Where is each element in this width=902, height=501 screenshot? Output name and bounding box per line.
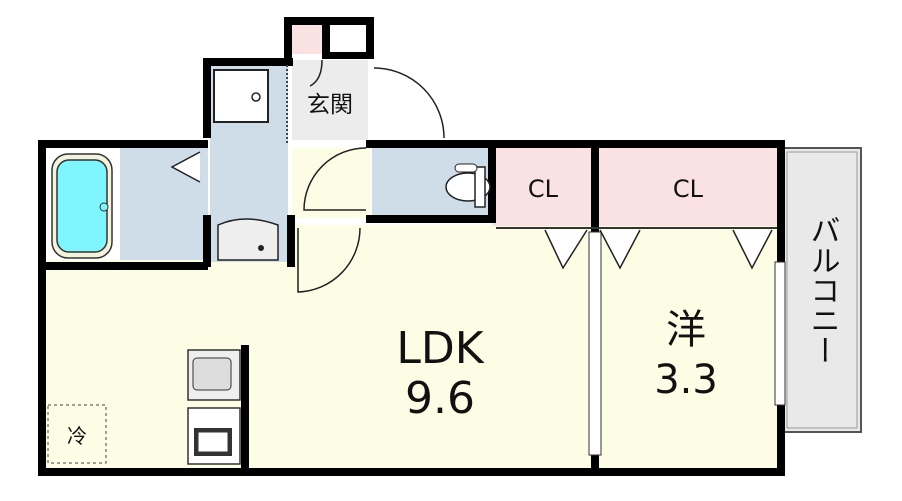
balcony-window[interactable]: [774, 261, 786, 406]
door-swings[interactable]: [297, 59, 445, 293]
balcony-label: バルコニー: [805, 215, 840, 365]
closet-1-label: CL: [528, 175, 559, 203]
closet-1-floor: [492, 148, 595, 226]
sliding-door[interactable]: [588, 231, 602, 456]
stove: [187, 407, 241, 465]
western-room-floor: [597, 225, 780, 473]
kitchen-sink: [187, 349, 241, 401]
wash-basin: [217, 218, 279, 261]
fridge-label: 冷: [67, 424, 87, 448]
closet-doors[interactable]: [170, 151, 773, 270]
ldk-size: 9.6: [405, 373, 475, 424]
fridge-space: [47, 404, 107, 464]
western-room-size: 3.3: [654, 357, 718, 403]
western-room-label: 洋: [666, 307, 706, 353]
washing-machine-pan: [213, 69, 269, 123]
bathtub-water: [56, 159, 108, 253]
balcony-area: [782, 147, 862, 433]
entrance-label: 玄関: [307, 92, 353, 118]
shoe-storage: [292, 24, 322, 54]
closet-2-floor: [597, 148, 780, 226]
closet-2-label: CL: [673, 175, 704, 203]
walls: [38, 17, 785, 476]
ldk-label: LDK: [396, 323, 484, 374]
entrance-floor: [292, 60, 368, 140]
toilet: [445, 163, 491, 208]
